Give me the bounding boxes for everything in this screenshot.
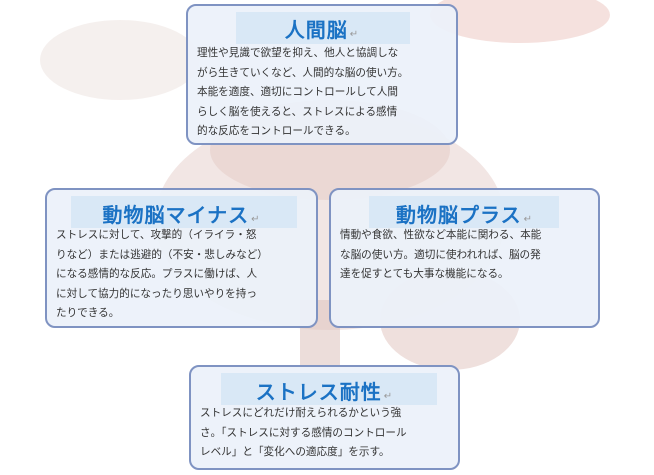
return-mark-icon: ↵ [383, 391, 394, 402]
animal-minus-text: ストレスに対して、攻撃的（イライラ・怒りなど）または逃避的（不安・悲しみなど）に… [56, 229, 268, 319]
animal-plus-text: 情動や食欲、性欲など本能に関わる、本能な脳の使い方。適切に使われれば、脳の発達を… [340, 229, 542, 280]
human-brain-box: 人間脳↵ 理性や見識で欲望を抑え、他人と協調しながら生きていくなど、人間的な脳の… [186, 4, 458, 145]
animal-plus-box: 動物脳プラス↵ 情動や食欲、性欲など本能に関わる、本能な脳の使い方。適切に使われ… [329, 188, 600, 328]
animal-plus-title: 動物脳プラス↵ [396, 203, 533, 227]
human-brain-text: 理性や見識で欲望を抑え、他人と協調しながら生きていくなど、人間的な脳の使い方。本… [197, 47, 409, 137]
animal-minus-title: 動物脳マイナス↵ [102, 203, 261, 227]
human-brain-title: 人間脳↵ [284, 18, 360, 42]
stress-tolerance-text: ストレスにどれだけ耐えられるかという強さ。「ストレスに対する感情のコントロールレ… [200, 407, 407, 458]
animal-minus-box: 動物脳マイナス↵ ストレスに対して、攻撃的（イライラ・怒りなど）または逃避的（不… [45, 188, 318, 328]
stress-tolerance-box: ストレス耐性↵ ストレスにどれだけ耐えられるかという強さ。「ストレスに対する感情… [189, 365, 460, 470]
return-mark-icon: ↵ [251, 214, 261, 225]
stress-tolerance-title: ストレス耐性↵ [255, 380, 394, 404]
return-mark-icon: ↵ [349, 29, 360, 40]
return-mark-icon: ↵ [523, 214, 533, 225]
